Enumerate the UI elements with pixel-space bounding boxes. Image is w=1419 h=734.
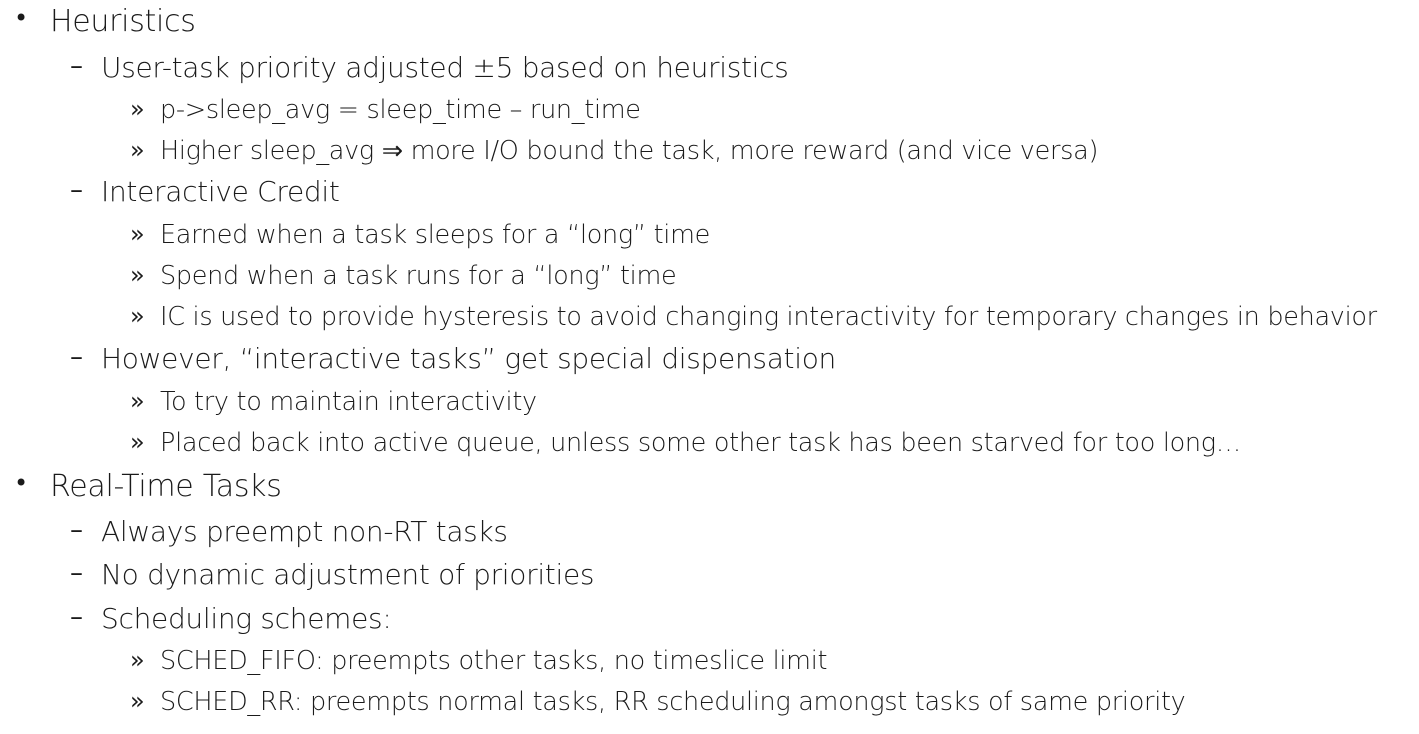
bullet-marker: •: [14, 4, 29, 32]
sub-sub-bullet-text: IC is used to provide hysteresis to avoi…: [160, 302, 1377, 332]
chevron-marker: »: [130, 387, 145, 415]
dash-marker: –: [70, 51, 83, 81]
chevron-marker: »: [130, 687, 145, 715]
dash-marker: –: [70, 342, 83, 372]
sub-bullet-text: Scheduling schemes:: [101, 602, 392, 635]
chevron-marker: »: [130, 646, 145, 674]
dash-marker: –: [70, 175, 83, 205]
sub-bullet-text: User-task priority adjusted ±5 based on …: [101, 51, 789, 84]
sub-sub-bullet-text: SCHED_FIFO: preempts other tasks, no tim…: [160, 646, 828, 676]
sub-sub-bullet-text: Spend when a task runs for a “long” time: [160, 261, 677, 291]
sub-bullet-text: No dynamic adjustment of priorities: [101, 558, 595, 591]
sub-sub-bullet-text: Placed back into active queue, unless so…: [160, 428, 1241, 458]
sub-sub-bullet-text: Earned when a task sleeps for a “long” t…: [160, 220, 711, 250]
sub-sub-bullet-text: SCHED_RR: preempts normal tasks, RR sche…: [160, 687, 1186, 717]
chevron-marker: »: [130, 428, 145, 456]
dash-marker: –: [70, 515, 83, 545]
chevron-marker: »: [130, 261, 145, 289]
sub-sub-bullet-text: Higher sleep_avg ⇒ more I/O bound the ta…: [160, 136, 1099, 166]
sub-bullet-text: Always preempt non-RT tasks: [101, 515, 508, 548]
bullet-marker: •: [14, 469, 29, 497]
sub-sub-bullet-text: To try to maintain interactivity: [160, 387, 537, 417]
chevron-marker: »: [130, 136, 145, 164]
bullet-text: Real-Time Tasks: [50, 469, 282, 504]
chevron-marker: »: [130, 302, 145, 330]
dash-marker: –: [70, 558, 83, 588]
chevron-marker: »: [130, 220, 145, 248]
sub-bullet-text: Interactive Credit: [101, 175, 340, 208]
sub-bullet-text: However, “interactive tasks” get special…: [101, 342, 836, 375]
sub-sub-bullet-text: p->sleep_avg = sleep_time – run_time: [160, 95, 641, 125]
chevron-marker: »: [130, 95, 145, 123]
bullet-text: Heuristics: [50, 4, 196, 39]
dash-marker: –: [70, 602, 83, 632]
